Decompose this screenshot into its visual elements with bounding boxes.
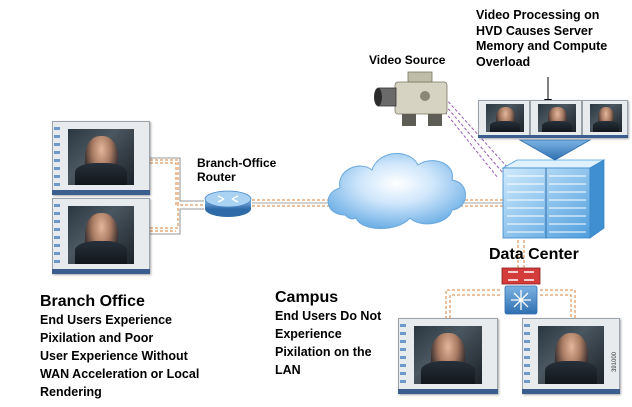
processing-funnel	[518, 139, 592, 161]
campus-links	[445, 240, 576, 318]
branch-monitor-top	[52, 121, 150, 195]
server-overload-callout: Video Processing on HVD Causes Server Me…	[476, 8, 608, 69]
data-center-servers	[501, 159, 606, 239]
datacenter-vm-2	[530, 100, 582, 138]
branch-office-title: Branch Office	[40, 293, 145, 310]
router-icon	[204, 190, 252, 217]
video-source-links	[444, 97, 509, 179]
campus-title: Campus	[275, 289, 339, 306]
branch-office-description: End Users Experience Pixilation and Poor…	[40, 313, 200, 399]
figure-id: 391000	[612, 351, 618, 372]
datacenter-vm-1	[478, 100, 530, 138]
campus-description: End Users Do Not Experience Pixilation o…	[275, 309, 382, 377]
data-center-label: Data Center	[489, 246, 579, 263]
branch-monitor-bottom	[52, 198, 150, 274]
video-source-label: Video Source	[369, 53, 446, 67]
datacenter-vm-3	[582, 100, 628, 138]
campus-monitor-right	[522, 318, 620, 394]
wan-cloud	[327, 153, 466, 229]
video-camera-icon	[374, 71, 448, 126]
router-label: Branch-Office Router	[197, 156, 277, 184]
campus-switch-icon	[501, 267, 541, 315]
campus-monitor-left	[398, 318, 498, 394]
branch-lan-links	[150, 159, 204, 232]
